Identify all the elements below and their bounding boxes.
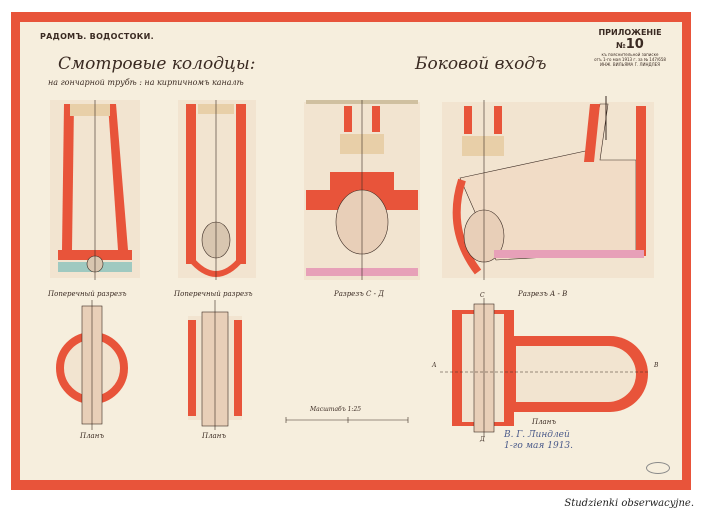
label-cross-section-1: Поперечный разрезъ — [48, 290, 127, 298]
signature-date: 1-го мая 1913. — [504, 441, 574, 451]
image-caption: Studzienki obserwacyjne. — [564, 498, 694, 509]
mark-d: Д — [480, 436, 485, 443]
appendix-block: ПРИЛОЖЕНIЕ №10 къ пояснительной записке … — [590, 28, 670, 67]
signature: В. Г. Линдлей 1-го мая 1913. — [504, 430, 573, 452]
stamp-mark — [646, 462, 670, 474]
plan-3 — [440, 298, 650, 436]
manhole-2-section — [178, 100, 256, 280]
manhole-1-section — [50, 100, 140, 280]
appendix-number: 10 — [625, 37, 644, 52]
mark-c: С — [480, 292, 485, 299]
signature-name: В. Г. Линдлей — [504, 430, 570, 440]
city-header: РАДОМЪ. ВОДОСТОКИ. — [40, 32, 154, 41]
scale-label: Масштабъ 1:25 — [310, 406, 362, 413]
section-c-d — [304, 100, 420, 280]
label-plan-2: Планъ — [202, 432, 227, 440]
appendix-title: ПРИЛОЖЕНIЕ №10 — [598, 28, 662, 52]
subtitle: на гончарной трубѣ : на кирпичномъ канал… — [48, 78, 244, 87]
side-entrance-title: Боковой входъ — [415, 54, 547, 74]
label-section-a-b: Разрезъ А - В — [518, 290, 568, 298]
label-plan-3: Планъ — [532, 418, 557, 426]
appendix-line-2: отъ 1-го мая 1913 г. за № 147/658 — [594, 57, 666, 62]
section-a-b — [442, 96, 654, 280]
appendix-line-3: ИНЖ. ВИЛЬЯМА Г. ЛИНДЛЕЯ — [599, 62, 660, 67]
label-section-c-d: Разрезъ С - Д — [334, 290, 384, 298]
label-cross-section-2: Поперечный разрезъ — [174, 290, 253, 298]
main-title: Смотровые колодцы: — [58, 54, 256, 74]
label-plan-1: Планъ — [80, 432, 105, 440]
scale-bar — [285, 417, 409, 423]
plan-1 — [56, 300, 128, 430]
appendix-line-1: къ пояснительной записке — [601, 52, 659, 57]
mark-a: А — [432, 362, 437, 369]
mark-b: В — [654, 362, 659, 369]
plan-2 — [188, 300, 242, 430]
